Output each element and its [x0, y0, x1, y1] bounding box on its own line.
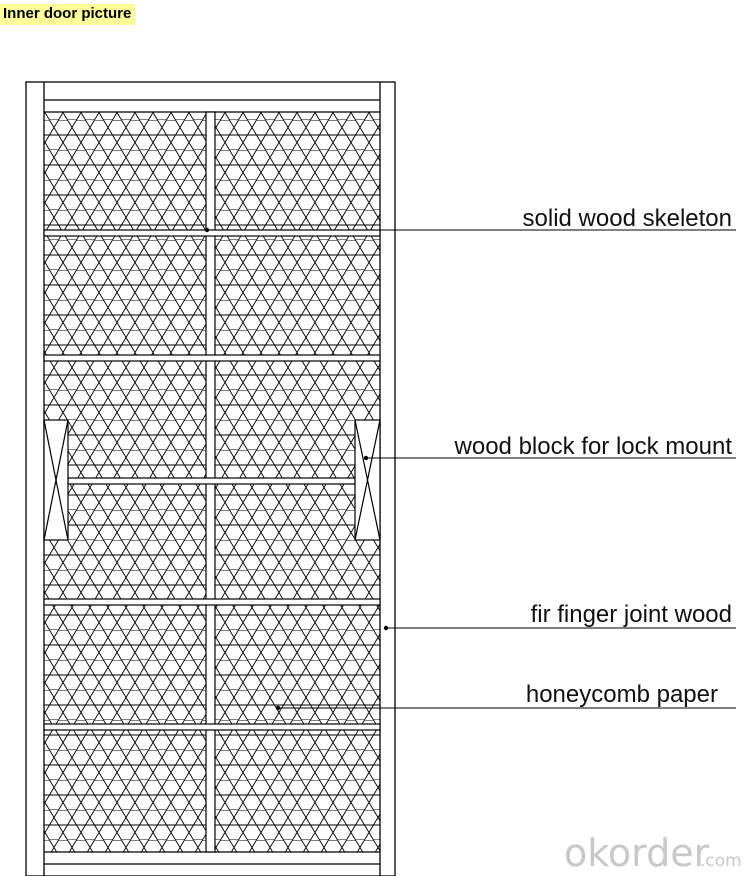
callout-label-fir-finger-joint-wood: fir finger joint wood [531, 601, 732, 628]
callout-fir-finger-joint-wood: fir finger joint wood [383, 601, 736, 631]
callout-honeycomb-paper: honeycomb paper [275, 681, 736, 711]
callout-label-wood-block-lock-mount: wood block for lock mount [454, 433, 733, 460]
callout-solid-wood-skeleton: solid wood skeleton [204, 205, 736, 233]
lock-block-left [43, 419, 69, 541]
cross-rails [43, 229, 381, 731]
watermark-tld: .com [700, 851, 742, 871]
okorder-watermark: okorder .com [564, 831, 742, 875]
page-title: Inner door picture [0, 4, 136, 25]
watermark-main: okorder [564, 831, 710, 875]
callout-wood-block-lock-mount: wood block for lock mount [363, 433, 736, 461]
lock-block-right [354, 419, 381, 541]
callout-label-solid-wood-skeleton: solid wood skeleton [523, 205, 732, 232]
callout-label-honeycomb-paper: honeycomb paper [526, 681, 718, 708]
